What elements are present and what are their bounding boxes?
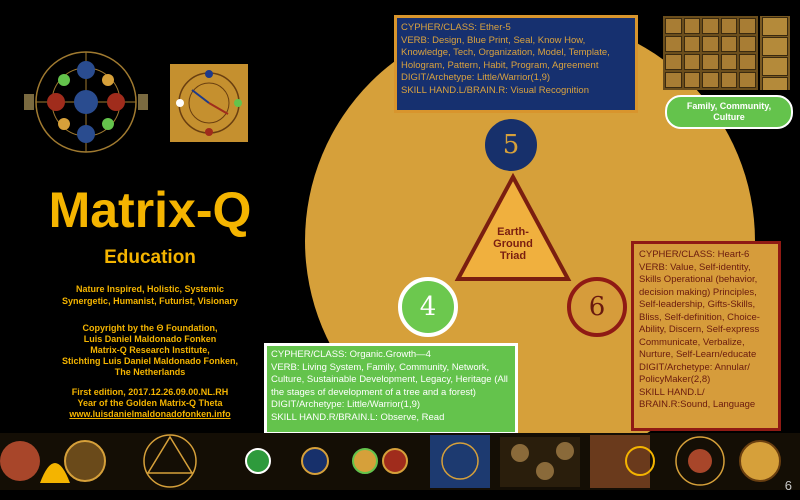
organic-digit: DIGIT/Archetype: Little/Warrior(1,9) bbox=[271, 399, 421, 410]
circle-5: 5 bbox=[481, 115, 541, 175]
organic-growth-4-box: CYPHER/CLASS: Organic.Growth—4 VERB: Liv… bbox=[264, 343, 518, 435]
ether-5-box: CYPHER/CLASS: Ether-5 VERB: Design, Blue… bbox=[394, 15, 638, 113]
organic-verb: VERB: Living System, Family, Community, … bbox=[271, 361, 508, 398]
ether-skill: SKILL HAND.L/BRAIN.R: Visual Recognition bbox=[401, 84, 589, 96]
circle-4-label: 4 bbox=[419, 292, 437, 322]
circle-6-label: 6 bbox=[588, 292, 606, 322]
circle-5-label: 5 bbox=[502, 130, 520, 160]
page-number: 6 bbox=[784, 478, 792, 493]
slide-title: Matrix-Q bbox=[48, 182, 252, 238]
ether-cypher: CYPHER/CLASS: Ether-5 bbox=[401, 22, 511, 33]
family-community-culture-pill: Family, Community, Culture bbox=[665, 95, 793, 129]
circle-6: 6 bbox=[567, 277, 627, 337]
heart-digit: DIGIT/Archetype: Annular/ PolicyMaker(2,… bbox=[639, 361, 750, 386]
copyright-text: Copyright by the Θ Foundation, Luis Dani… bbox=[61, 323, 238, 377]
matrix-q-mandala-image bbox=[16, 44, 156, 160]
matrix-q-symbol-strip bbox=[0, 433, 800, 490]
matrix-column-image bbox=[760, 16, 790, 90]
website-link[interactable]: www.luisdanielmaldonadofonken.info bbox=[69, 409, 231, 419]
edition-text: First edition, 2017.12.26.09.00.NL.RH Ye… bbox=[71, 387, 229, 408]
compass-diagram-image bbox=[170, 64, 248, 142]
heart-6-box: CYPHER/CLASS: Heart-6 VERB: Value, Self-… bbox=[631, 241, 781, 431]
matrix-grid-image bbox=[663, 16, 758, 90]
ether-verb: VERB: Design, Blue Print, Seal, Know How… bbox=[401, 34, 610, 71]
heart-skill: SKILL HAND.L/ BRAIN.R:Sound, Language bbox=[639, 386, 756, 411]
ether-digit: DIGIT/Archetype: Little/Warrior(1,9) bbox=[401, 72, 551, 83]
organic-skill: SKILL HAND.R/BRAIN.L: Observe, Read bbox=[271, 411, 445, 423]
triad-label: Earth- Ground Triad bbox=[493, 226, 533, 262]
pill-label: Family, Community, Culture bbox=[686, 101, 772, 122]
circle-4: 4 bbox=[398, 277, 458, 337]
earth-ground-triangle bbox=[454, 173, 572, 281]
organic-cypher: CYPHER/CLASS: Organic.Growth—4 bbox=[271, 349, 431, 360]
heart-cypher: CYPHER/CLASS: Heart-6 bbox=[639, 249, 750, 260]
heart-verb: VERB: Value, Self-identity, Skills Opera… bbox=[639, 261, 760, 361]
slide-subtitle: Education bbox=[104, 247, 196, 268]
slide-tags: Nature Inspired, Holistic, Systemic Syne… bbox=[62, 284, 238, 306]
